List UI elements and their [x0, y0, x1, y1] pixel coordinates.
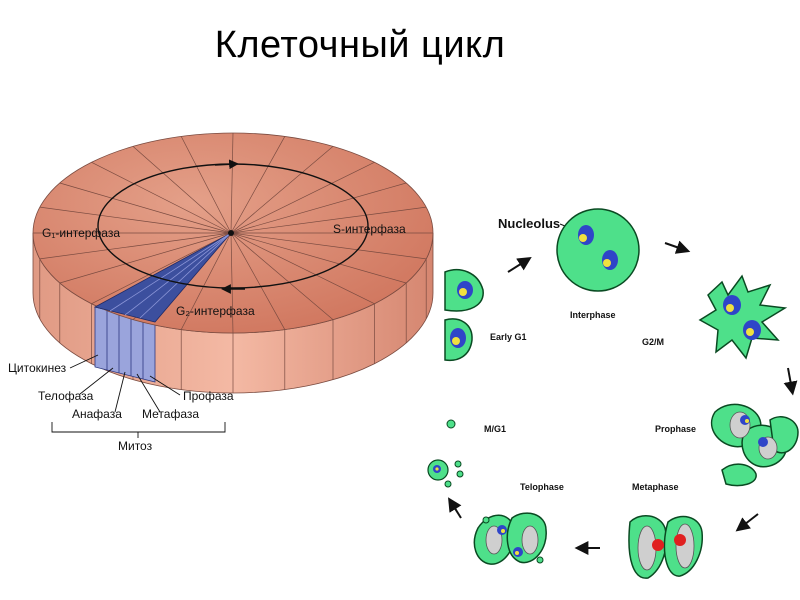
wheel-segment-line [230, 182, 407, 234]
arrow-prophase-to-metaphase [735, 513, 759, 532]
wheel-segment-line [230, 232, 334, 320]
metaphase-label: Метафаза [142, 407, 199, 421]
early-g1-cells [444, 269, 484, 362]
g2m-cell [698, 274, 788, 360]
wheel-segment-line [230, 136, 286, 234]
interphase-cell [556, 208, 640, 292]
wheel-segment-line [230, 232, 286, 330]
cell-cycle-wheel: G₁-интерфаза S-интерфаза G₂-интерфаза Ци… [8, 132, 434, 453]
metaphase-cells [628, 515, 703, 579]
wheel-segment-line [230, 232, 375, 305]
wheel-segment-line [132, 146, 232, 234]
prophase-label: Prophase [655, 424, 696, 434]
g2-label: G₂-интерфаза [176, 304, 255, 318]
arrow-g1-to-interphase [507, 257, 532, 273]
mg1-label: M/G1 [484, 424, 506, 434]
wheel-segment-line [180, 232, 232, 330]
prophase-cells [710, 403, 799, 487]
anaphase-label: Анафаза [72, 407, 122, 421]
cytokinesis-label: Цитокинез [8, 361, 67, 375]
wheel-segment-line [230, 232, 407, 284]
wheel-segment-line [230, 206, 427, 234]
metaphase-label: Metaphase [632, 482, 679, 492]
wheel-segment-line [91, 161, 232, 234]
wheel-segment-line [230, 146, 334, 234]
wheel-segment-line [180, 136, 232, 234]
phase-callouts [51, 354, 226, 438]
wheel-segment-line [59, 182, 232, 234]
interphase-label: Interphase [570, 310, 616, 320]
wheel-radial-lines [33, 132, 433, 334]
early-g1-label: Early G1 [490, 332, 527, 342]
arrow-telophase-to-mg1 [448, 497, 462, 519]
arrow-interphase-to-g2m [664, 240, 691, 254]
wheel-segment-line [230, 132, 234, 234]
wheel-segment-line [230, 232, 427, 260]
mitosis-label: Митоз [118, 439, 153, 453]
arrow-g2m-to-prophase [783, 367, 798, 396]
wheel-segment-line [39, 206, 232, 234]
wheel-segment-line [230, 161, 375, 234]
prophase-label: Профаза [183, 389, 234, 403]
telophase-cells [473, 512, 547, 565]
cell-cycle-illustration: Nucleolus Interphase Early G1 [427, 208, 800, 595]
wheel-segment-line [91, 232, 232, 305]
ring-arrow-top [214, 159, 239, 170]
mg1-cells [427, 419, 464, 488]
wheel-segment-line [39, 232, 232, 260]
wheel-segment-line [59, 232, 232, 284]
wheel-segment-line [230, 232, 234, 334]
s-label: S-интерфаза [333, 222, 406, 236]
telophase-label: Telophase [520, 482, 564, 492]
telophase-label: Телофаза [38, 389, 94, 403]
g2m-label: G2/M [642, 337, 664, 347]
g1-label: G₁-интерфаза [42, 226, 120, 240]
stage-arrows [448, 240, 798, 555]
page-title: Клеточный цикл [214, 24, 506, 66]
nucleolus-label: Nucleolus [498, 216, 560, 231]
